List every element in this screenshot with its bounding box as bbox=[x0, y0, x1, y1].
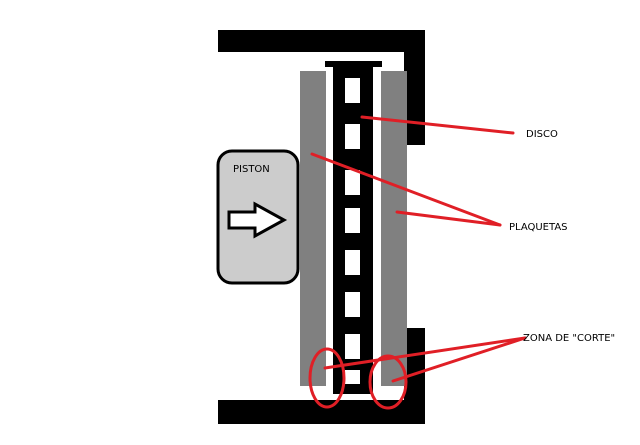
disc-slot bbox=[345, 208, 360, 233]
plaquetas-pointer-left bbox=[310, 152, 502, 227]
disc-slot bbox=[345, 250, 360, 275]
cut-zone-circle-left bbox=[308, 347, 346, 409]
disc-slot bbox=[345, 170, 360, 195]
cut-zone-circle-right bbox=[368, 354, 408, 410]
right-brake-pad bbox=[381, 71, 407, 386]
arrow-right-icon bbox=[227, 201, 288, 239]
plaquetas-pointer-right bbox=[395, 210, 502, 227]
left-brake-pad bbox=[300, 71, 326, 386]
disc-slot bbox=[345, 334, 360, 359]
disco-label: DISCO bbox=[526, 129, 558, 140]
piston-label: PISTON bbox=[233, 164, 270, 175]
caliper-right-upper bbox=[404, 30, 425, 145]
zona-corte-label: ZONA DE "CORTE" bbox=[523, 333, 615, 344]
disc-slot bbox=[345, 78, 360, 103]
caliper-bottom-bar bbox=[218, 400, 425, 424]
caliper-top-bar bbox=[218, 30, 425, 52]
zona-pointer-left bbox=[323, 336, 527, 370]
disco-pointer bbox=[360, 115, 515, 135]
disc-slot bbox=[345, 124, 360, 149]
disc-slot bbox=[345, 370, 360, 384]
brake-disc bbox=[325, 61, 382, 394]
zona-pointer-right bbox=[391, 336, 527, 383]
disc-slot bbox=[345, 292, 360, 317]
annotation-lines bbox=[308, 115, 527, 410]
plaquetas-label: PLAQUETAS bbox=[509, 222, 568, 233]
